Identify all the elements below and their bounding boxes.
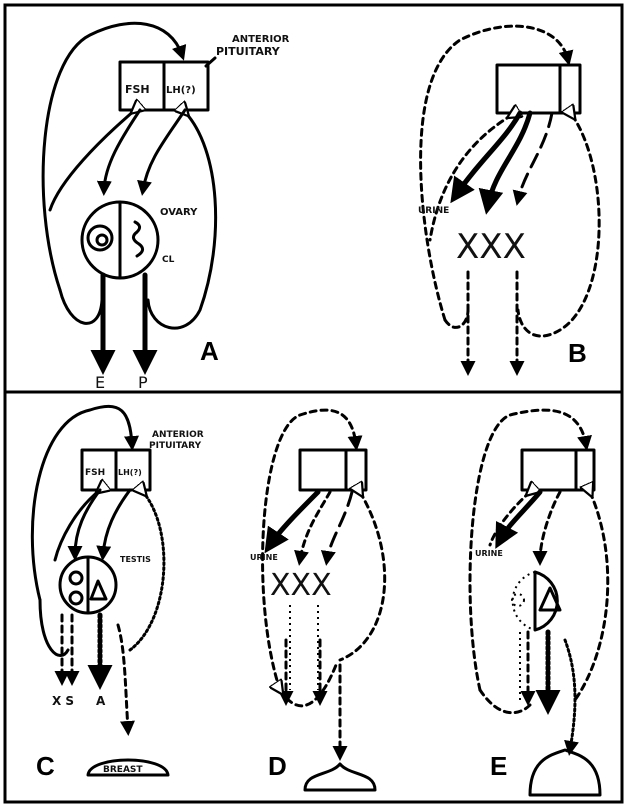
loop-top-c [32,406,132,600]
testis-label: TESTIS [120,555,151,564]
dashed-loop-top-b [421,26,568,320]
panel-e: URINE E [470,410,608,795]
feedback-loop-bottom-a [60,290,102,323]
anterior-label-c: ANTERIOR [152,430,204,440]
breast-arrow-c [118,625,128,730]
dashed-loop-bottom-d [280,665,336,706]
follicle-icon [88,226,112,250]
xs-label-c: X S [52,694,74,708]
xxx-label-d: XXX [270,568,332,603]
anterior-label-a: ANTERIOR [232,34,290,45]
pituitary-box-d-left [300,450,346,490]
corpus-luteum-icon [133,222,142,256]
lh-label-a: LH(?) [166,85,196,96]
testis-half-e [535,572,557,630]
urine-arrow-d [270,492,318,545]
panel-d: URINE XXX D [250,410,385,790]
loop-bottom-c [40,600,68,656]
dashed-loop-right-b [518,115,599,336]
fsh-label-a: FSH [125,83,150,96]
panel-a: FSH LH(?) ANTERIOR PITUITARY OVARY CL E … [43,23,290,392]
pituitary-box-e-right [576,450,594,490]
pituitary-box-b-right [560,65,580,113]
pituitary-box-b-left [497,65,560,113]
panel-label-a: A [200,336,219,366]
dashed-arrow-e [540,492,560,560]
follicle-inner-icon [97,235,107,245]
cl-label: CL [162,255,175,265]
leydig-triangle-icon [91,581,106,599]
tubule-icon-2 [70,592,82,604]
lh-arrow-a [143,110,185,190]
panel-label-e: E [490,751,507,781]
progesterone-label: P [138,373,148,392]
breast-shape-e [530,750,600,795]
estrogen-label: E [95,373,105,392]
tubule-icon-1 [70,572,82,584]
feedback-loop-left-a [50,110,135,210]
androgen-return-c [130,492,164,650]
tubule-dotted-icon-e [512,594,524,606]
pituitary-box-e-left [522,450,576,490]
dashed-arrow-d-right [327,492,352,560]
urine-label-e: URINE [475,549,503,558]
breast-shape-d [305,764,375,790]
pituitary-label-c: PITUITARY [149,441,202,451]
a-label-c: A [96,694,106,708]
panel-label-b: B [568,338,587,368]
dashed-loop-right-d [340,492,385,660]
dashed-loop-right-e [575,492,608,700]
panel-c: FSH LH(?) ANTERIOR PITUITARY TESTIS X S … [32,406,203,781]
pituitary-box-d-right [346,450,366,490]
xxx-label-b: XXX [456,227,526,267]
panel-label-c: C [36,751,55,781]
panel-b: URINE XXX B [418,26,599,370]
dashed-loop-top-d [263,410,356,690]
dashed-loop-bottom-b [445,310,468,327]
urine-label-b: URINE [418,206,449,216]
breast-label: BREAST [103,765,143,775]
breast-arrow-e [565,640,575,750]
dashed-loop-bottom-e [480,690,530,713]
feedback-loop-right-a [148,112,216,328]
ovary-label: OVARY [160,207,198,218]
fsh-label-c: FSH [85,468,105,478]
panel-label-d: D [268,751,287,781]
pituitary-label-a: PITUITARY [216,45,281,58]
outer-frame [5,5,622,802]
lh-arrow-c [103,490,130,555]
urine-label-d: URINE [250,553,278,562]
dashed-loop-left-e [490,492,530,545]
lh-label-c: LH(?) [118,468,142,477]
